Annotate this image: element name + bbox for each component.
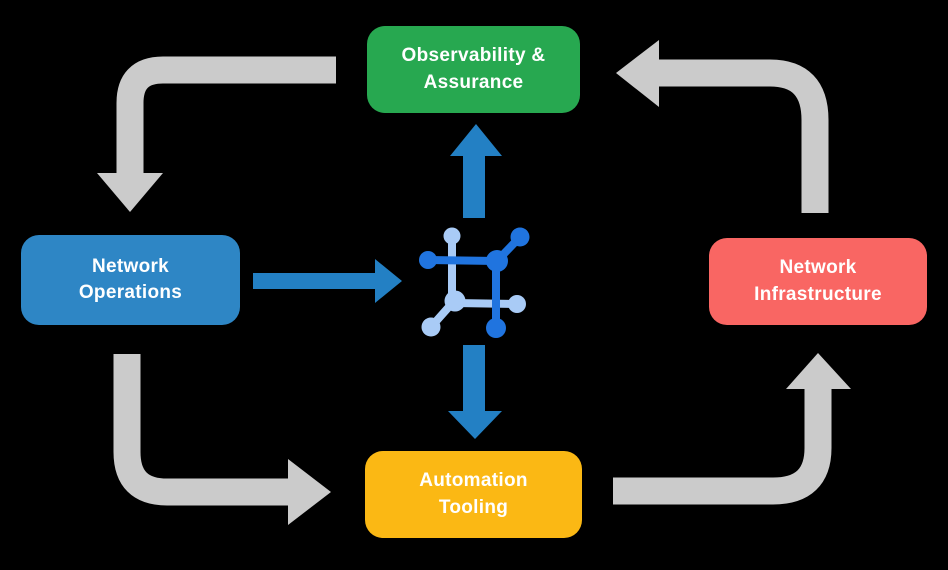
arrow-automation-to-infrastructure: [613, 353, 851, 505]
node-label-line1: Network: [779, 257, 857, 279]
arrowhead-up-icon: [786, 353, 851, 389]
node-label-line2: Tooling: [438, 496, 509, 518]
node-automation-tooling: Automation Tooling: [365, 451, 582, 538]
arrow-center-to-observability: [450, 124, 502, 218]
arrowhead-down-icon: [448, 411, 502, 439]
arrowhead-down-icon: [97, 173, 163, 212]
node-label-line1: Network: [91, 255, 170, 277]
node-observability-assurance: Observability & Assurance: [367, 26, 580, 113]
arrowhead-right-icon: [288, 459, 331, 525]
node-network-operations: Network Operations: [21, 235, 240, 325]
node-label-line2: Infrastructure: [754, 283, 882, 305]
node-label-line2: Operations: [78, 282, 183, 303]
node-label-line1: Observability &: [401, 45, 546, 67]
arrow-operations-to-automation: [113, 354, 331, 525]
arrow-operations-to-center: [253, 259, 402, 303]
arrowhead-up-icon: [450, 124, 502, 156]
arrowhead-left-icon: [616, 40, 659, 107]
arrowhead-right-icon: [375, 259, 402, 303]
network-mesh-icon: [419, 227, 530, 338]
arrow-observability-to-operations: [97, 56, 336, 212]
node-label-line1: Automation: [419, 470, 528, 492]
arrow-infrastructure-to-observability: [616, 40, 829, 213]
arrow-center-to-automation: [448, 345, 502, 439]
node-network-infrastructure: Network Infrastructure: [709, 238, 927, 325]
node-label-line2: Assurance: [423, 71, 524, 93]
